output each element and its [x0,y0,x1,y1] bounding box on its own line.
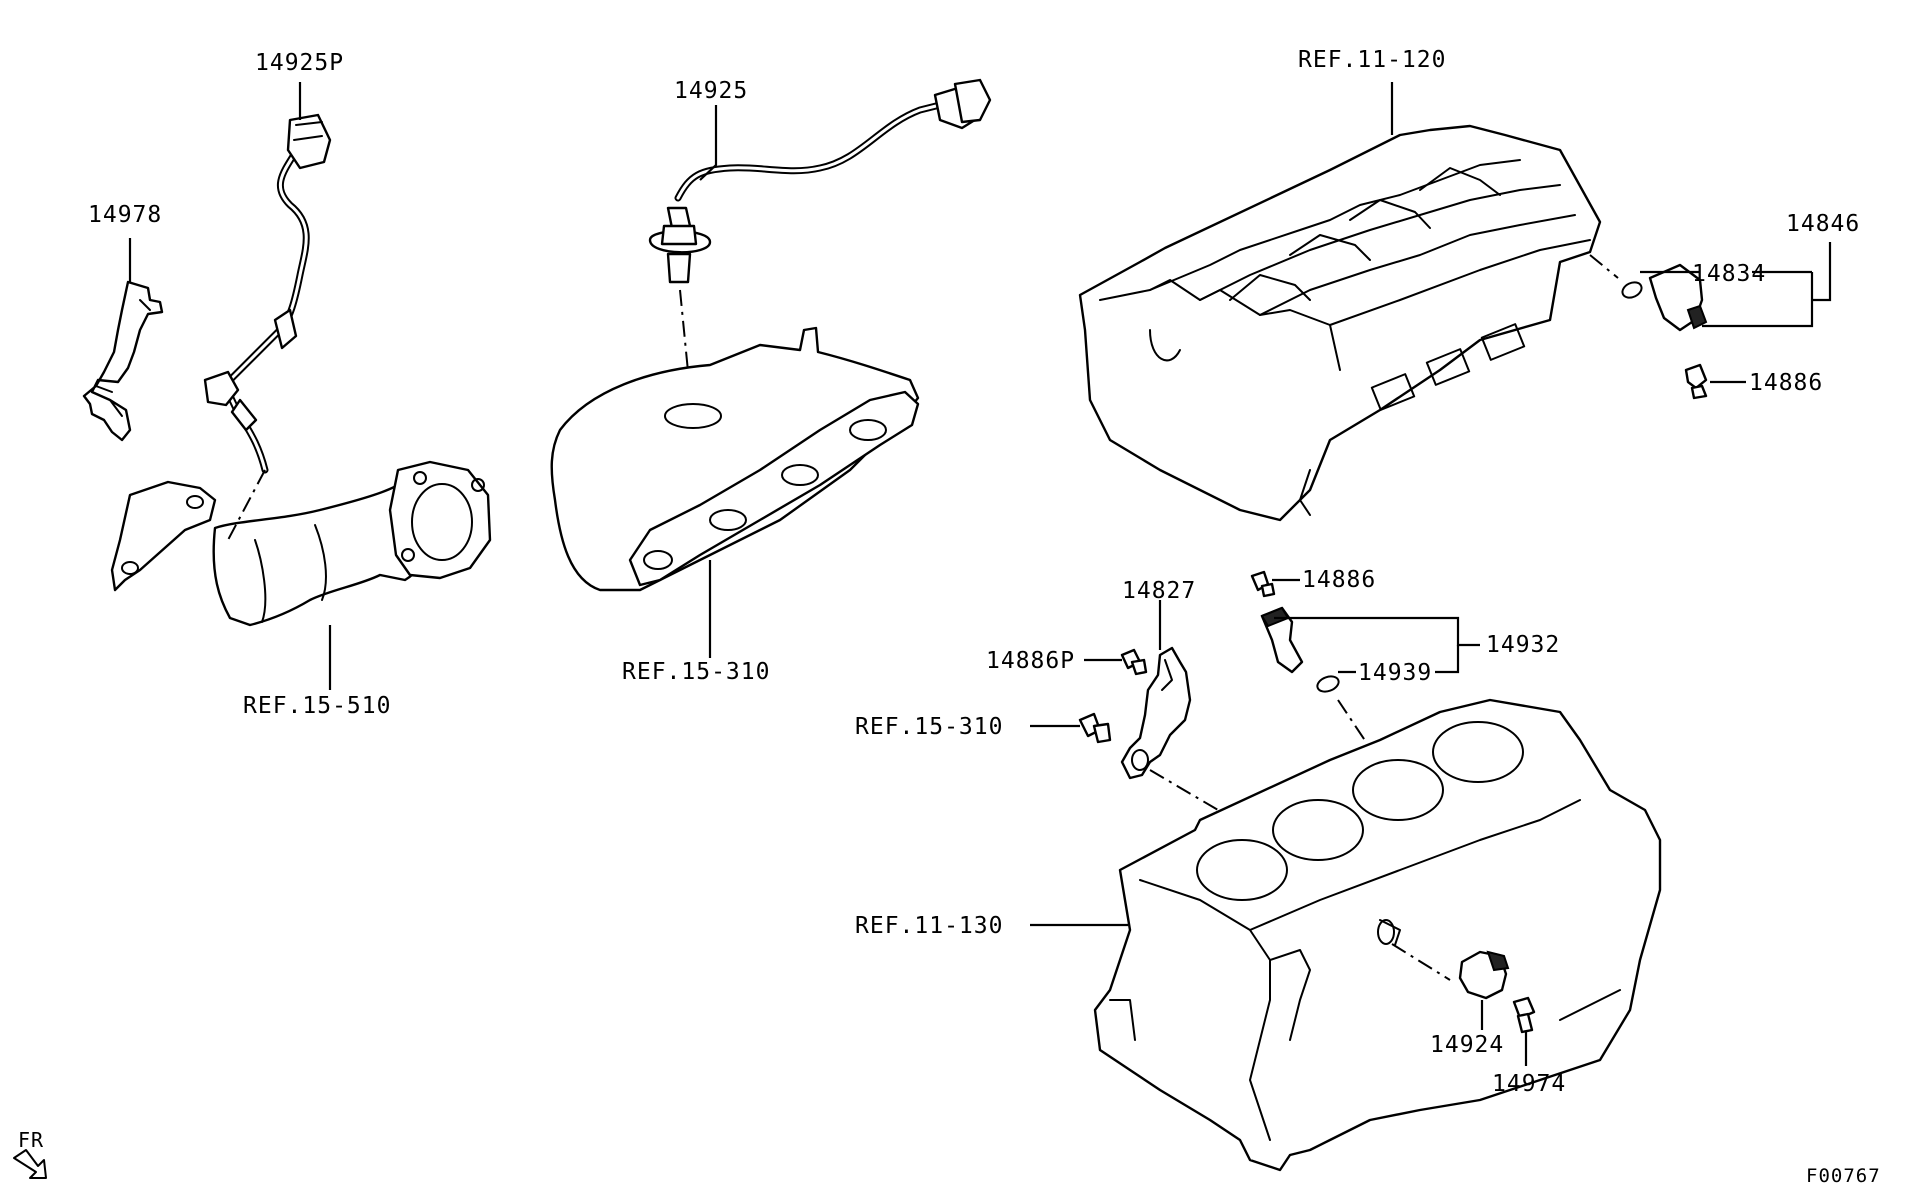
label-ref-15-310-mid: REF.15-310 [855,714,1003,740]
cam-sensor-group [1621,263,1708,400]
oxygen-sensor-14925p [203,113,332,474]
diagram-code: F00767 [1806,1165,1881,1187]
cylinder-head-ref-11-120 [1078,124,1619,522]
label-14886p: 14886P [986,648,1075,674]
label-14886-top: 14886 [1749,370,1823,396]
label-14846: 14846 [1786,211,1860,237]
bolt-14886 [1684,363,1708,390]
o-ring-14939 [1316,675,1340,693]
part-labels: 14925P 14925 14978 REF.15-510 REF.15-310… [88,47,1860,1097]
label-14925: 14925 [674,78,748,104]
label-14974: 14974 [1492,1071,1566,1097]
exhaust-manifold-ref-15-310 [550,326,920,592]
label-ref-15-310-top: REF.15-310 [622,659,770,685]
exhaust-pipe-ref-15-510 [110,460,492,627]
label-14939: 14939 [1358,660,1432,686]
bolt-14974 [1512,996,1536,1020]
o-ring-14834 [1621,281,1643,299]
leader-lines [128,82,1832,1066]
label-ref-15-510: REF.15-510 [243,693,391,719]
label-14886-mid: 14886 [1302,567,1376,593]
crank-sensor-group [1250,570,1367,743]
fr-indicator: FR [13,1128,47,1179]
knock-sensor-group [1458,950,1536,1034]
front-arrow-icon [13,1149,47,1179]
label-14924: 14924 [1430,1032,1504,1058]
cylinder-block-ref-11-130 [1093,698,1662,1172]
label-ref-11-130: REF.11-130 [855,913,1003,939]
label-14978: 14978 [88,202,162,228]
bracket-14827 [1078,646,1236,821]
label-14925p: 14925P [255,50,344,76]
label-ref-11-120: REF.11-120 [1298,47,1446,73]
label-14932: 14932 [1486,632,1560,658]
label-14834: 14834 [1692,261,1766,287]
fr-label: FR [18,1128,44,1152]
label-14827: 14827 [1122,578,1196,604]
bracket-14978 [82,280,164,442]
